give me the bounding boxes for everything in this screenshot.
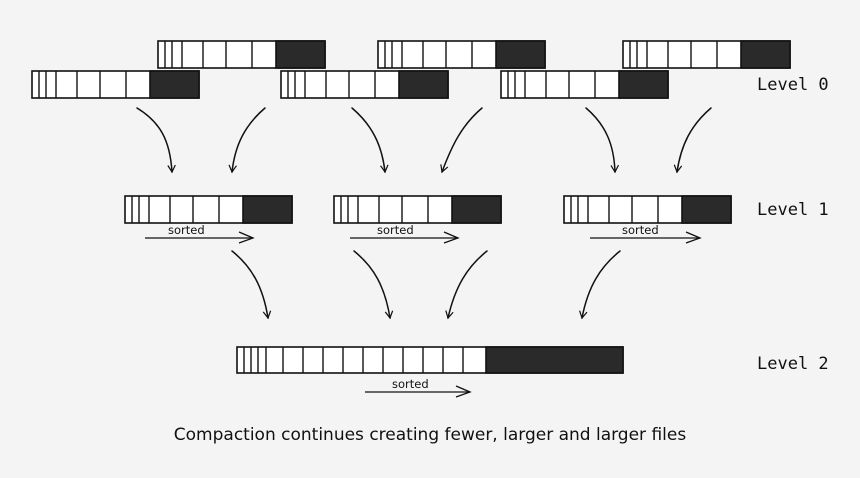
- caption: Compaction continues creating fewer, lar…: [173, 425, 687, 445]
- arrow-l0-to-l1-f: [673, 107, 712, 174]
- arrow-l1-to-l2-b: [353, 250, 394, 320]
- level2-file: [236, 346, 624, 374]
- arrow-l0-to-l1-b: [228, 107, 266, 174]
- sorted-annotation-l2: sorted: [365, 377, 472, 398]
- sorted-label: sorted: [377, 223, 414, 237]
- arrow-l1-to-l2-c: [445, 250, 488, 320]
- arrow-l0-to-l1-d: [440, 107, 483, 174]
- arrow-l1-to-l2-a: [231, 250, 272, 320]
- level0-file-1: [157, 40, 326, 69]
- sorted-label: sorted: [622, 223, 659, 237]
- level0-file-4: [31, 70, 200, 99]
- sorted-annotation-l1-1: sorted: [145, 223, 255, 244]
- level0-file-6: [500, 70, 669, 99]
- sorted-label: sorted: [392, 377, 429, 391]
- sorted-annotation-l1-2: sorted: [350, 223, 460, 244]
- level-1-label: Level 1: [757, 200, 829, 220]
- level-2-label: Level 2: [757, 354, 829, 374]
- arrow-l0-to-l1-e: [585, 107, 620, 174]
- arrow-l0-to-l1-a: [136, 107, 176, 174]
- level0-file-2: [377, 40, 546, 69]
- level-0-label: Level 0: [757, 75, 829, 95]
- level1-file-3: [563, 195, 732, 224]
- level1-file-2: [333, 195, 502, 224]
- level0-file-3: [622, 40, 791, 69]
- sorted-annotation-l1-3: sorted: [590, 223, 702, 244]
- arrow-l0-to-l1-c: [351, 107, 389, 174]
- level0-file-5: [280, 70, 449, 99]
- level1-file-1: [124, 195, 293, 224]
- sorted-label: sorted: [168, 223, 205, 237]
- arrow-l1-to-l2-d: [579, 250, 621, 320]
